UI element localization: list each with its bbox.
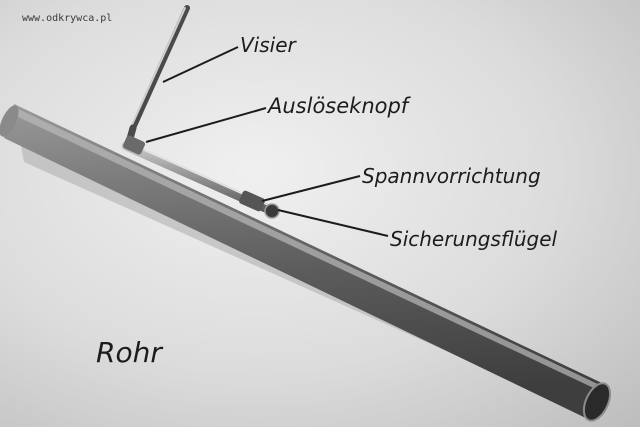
trigger-knob bbox=[122, 135, 146, 155]
sight-rod bbox=[130, 5, 190, 131]
label-rohr: Rohr bbox=[96, 336, 162, 369]
watermark-text: www.odkrywca.pl bbox=[22, 13, 113, 24]
tube-rear-end bbox=[0, 105, 19, 137]
tube-highlight bbox=[12, 108, 602, 391]
label-visier: Visier bbox=[240, 33, 296, 57]
label-spannvorrichtung: Spannvorrichtung bbox=[362, 164, 541, 188]
label-sicherungsfluegel: Sicherungsflügel bbox=[390, 227, 558, 251]
safety-wing bbox=[264, 203, 280, 219]
leader-visier bbox=[162, 46, 239, 83]
leader-ausloeseknopf bbox=[145, 107, 267, 143]
tube-muzzle bbox=[582, 382, 612, 422]
tube-body bbox=[4, 104, 604, 420]
label-ausloeseknopf: Auslöseknopf bbox=[268, 94, 409, 118]
leader-spannvorrichtung bbox=[261, 175, 361, 202]
leader-sicherungsfluegel bbox=[277, 209, 389, 237]
cocking-device bbox=[239, 190, 265, 212]
sight-rod-highlight bbox=[130, 7, 186, 128]
